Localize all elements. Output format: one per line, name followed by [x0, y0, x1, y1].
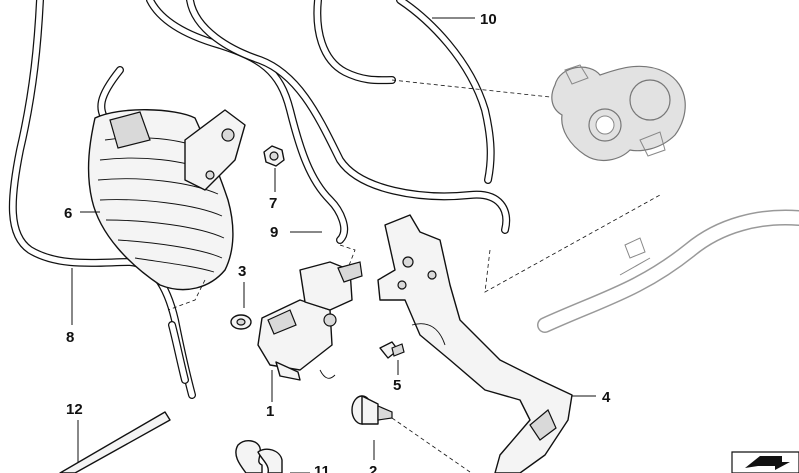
callout-5: 5: [393, 377, 401, 394]
callout-6: 6: [64, 205, 72, 222]
callout-3: 3: [238, 263, 246, 280]
leader-dash-intake: [484, 194, 661, 293]
turbocharger: [551, 64, 686, 162]
rubber-mount-2: [351, 395, 393, 425]
document-corner-icon: [731, 451, 799, 473]
callout-7: 7: [269, 195, 277, 212]
leader-dash-6: [167, 279, 206, 311]
intake-pipe: [537, 209, 799, 333]
callout-1: 1: [266, 403, 274, 420]
solenoid-valve-1: [257, 261, 363, 381]
callout-2: 2: [369, 463, 377, 473]
clip-11: [235, 440, 283, 473]
grommet-3: [230, 314, 252, 330]
callout-4: 4: [602, 389, 611, 406]
bolt-5: [379, 341, 405, 359]
callout-10: 10: [480, 11, 497, 28]
strip-12: [59, 411, 171, 473]
nut-7: [263, 145, 285, 167]
callout-8: 8: [66, 329, 74, 346]
resonator-6: [87, 109, 246, 291]
leader-dash-10: [391, 79, 551, 98]
bracket-4: [377, 214, 573, 473]
hose-8: [8, 0, 196, 399]
callout-12: 12: [66, 401, 83, 418]
hose-10: [146, 0, 511, 244]
leader-dash-2: [391, 417, 471, 473]
callout-11: 11: [314, 463, 330, 473]
leader-dash-9: [339, 244, 356, 269]
callout-9: 9: [270, 224, 278, 241]
